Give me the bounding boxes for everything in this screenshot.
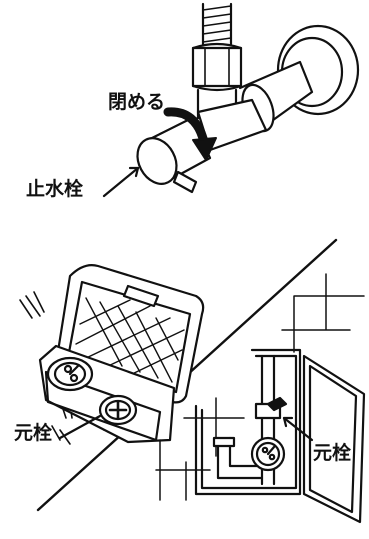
stop-valve-label: 止水栓 [26,178,84,200]
close-direction-arrow [163,107,217,161]
ground-meter-box [19,264,205,445]
wall-tiles [155,273,365,501]
coupling-nut [191,42,243,92]
main-valve-label-right: 元栓 [313,442,352,464]
main-valve-left-leader [58,414,102,440]
indoor-meter-cabinet [155,273,366,524]
main-valve-cabinet [254,396,288,420]
main-valve-right-leader [282,416,314,442]
flexible-hose [201,2,233,46]
water-meter [46,356,94,392]
cabinet-door [302,354,366,524]
stop-valve-handle [136,116,212,194]
main-valve-label-left: 元栓 [14,422,53,444]
stop-valve-drawing [102,2,360,198]
close-label: 閉める [108,91,166,113]
cabinet-water-meter [250,436,286,472]
stop-valve-leader [102,166,140,198]
main-valve-ground [98,394,138,426]
